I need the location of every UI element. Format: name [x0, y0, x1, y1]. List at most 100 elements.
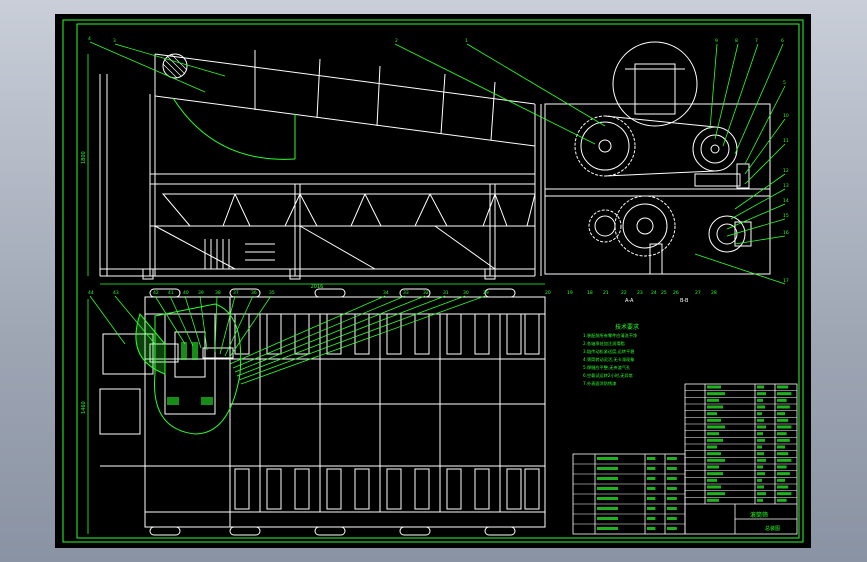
- bom-cell: [777, 412, 785, 416]
- bom-cell: [597, 457, 618, 460]
- bom-cell: [597, 507, 618, 510]
- bom-cell: [757, 398, 763, 402]
- balloon-drive-28: 28: [711, 290, 717, 296]
- balloon-plan-36: 36: [251, 290, 257, 296]
- bom-cell: [777, 465, 787, 469]
- balloon-top-17: 17: [783, 278, 789, 284]
- bom-cell: [777, 458, 792, 462]
- bom-cell: [667, 477, 677, 480]
- bom-cell: [777, 418, 789, 422]
- balloon-plan-43: 43: [113, 290, 119, 296]
- balloon-drive-24: 24: [651, 290, 657, 296]
- bom-cell: [757, 472, 765, 476]
- bom-cell: [777, 392, 792, 396]
- bom-cell: [777, 498, 787, 502]
- bom-cell: [757, 498, 763, 502]
- note-7: 7.外表面涂防锈漆: [583, 380, 616, 387]
- bom-cell: [757, 452, 764, 456]
- bom-cell: [707, 472, 723, 476]
- bom-cell-text: [597, 385, 792, 530]
- balloon-drive-18: 18: [587, 290, 593, 296]
- bom-cell: [757, 432, 763, 436]
- bom-cell: [667, 527, 677, 530]
- balloon-plan-34: 34: [383, 290, 389, 296]
- balloon-plan-35: 35: [269, 290, 275, 296]
- bom-cell: [597, 477, 618, 480]
- bom-cell: [707, 385, 721, 389]
- note-2: 2.各轴承处加注润滑脂: [583, 340, 625, 347]
- bom-cell: [707, 438, 723, 442]
- bom-cell: [667, 507, 677, 510]
- balloon-top-1: 1: [465, 38, 468, 44]
- inner-border: [76, 23, 800, 539]
- bom-cell: [707, 425, 725, 429]
- bom-cell: [757, 392, 766, 396]
- bom-cell: [757, 412, 762, 416]
- bom-cell: [707, 485, 721, 489]
- title-block-name: 滚筒筛: [750, 511, 768, 519]
- balloon-drive-25: 25: [661, 290, 667, 296]
- balloon-plan-31: 31: [443, 290, 449, 296]
- note-3: 3.链传动松紧适度,运转平稳: [583, 348, 635, 355]
- balloon-drive-19: 19: [567, 290, 573, 296]
- bom-cell: [647, 507, 656, 510]
- bom-cell: [777, 425, 792, 429]
- bom-cell: [757, 385, 764, 389]
- bom-cell: [757, 458, 766, 462]
- balloon-top-7: 7: [755, 38, 758, 44]
- bom-cell: [707, 465, 719, 469]
- bom-cell: [707, 452, 721, 456]
- bom-cell: [757, 425, 766, 429]
- balloon-drive-23: 23: [637, 290, 643, 296]
- top-dimension: 2016: [311, 284, 324, 290]
- bom-cell: [757, 405, 765, 409]
- bom-cell: [597, 517, 618, 520]
- balloon-top-5: 5: [783, 80, 786, 86]
- bom-cell: [707, 445, 717, 449]
- bom-cell: [777, 405, 790, 409]
- balloon-plan-38: 38: [215, 290, 221, 296]
- bom-cell: [777, 492, 792, 496]
- bom-cell: [667, 457, 677, 460]
- bom-cell: [777, 478, 785, 482]
- bom-cell: [667, 497, 677, 500]
- elevation-view: [99, 50, 542, 280]
- bom-cell: [667, 467, 677, 470]
- balloon-plan-29: 29: [483, 290, 489, 296]
- left-dimension: 1800: [81, 151, 87, 164]
- bom-cell: [597, 527, 618, 530]
- bom-cell: [647, 487, 656, 490]
- plan-view: [99, 288, 546, 536]
- bom-cell: [597, 487, 618, 490]
- balloon-plan-30: 30: [463, 290, 469, 296]
- bom-cell: [707, 492, 725, 496]
- balloon-top-14: 14: [783, 198, 789, 204]
- balloon-drive-27: 27: [695, 290, 701, 296]
- balloon-plan-33: 33: [403, 290, 409, 296]
- bom-cell: [777, 398, 787, 402]
- balloon-drive-26: 26: [673, 290, 679, 296]
- balloon-plan-42: 42: [153, 290, 159, 296]
- balloon-plan-37: 37: [233, 290, 239, 296]
- drive-end-view: [544, 41, 771, 275]
- cad-viewport[interactable]: 2016 1800 1460 A-A B-B 技术要求 1.装配前所有零件应清洗…: [55, 14, 811, 548]
- bom-cell: [777, 452, 789, 456]
- balloon-top-15: 15: [783, 213, 789, 219]
- bom-rows: [573, 390, 797, 525]
- balloon-drive-21: 21: [603, 290, 609, 296]
- bom-cell: [647, 467, 656, 470]
- balloon-drive-20: 20: [545, 290, 551, 296]
- bom-cell: [757, 492, 766, 496]
- note-6: 6.空载试运转2小时,无异常: [583, 372, 633, 379]
- balloon-plan-44: 44: [88, 290, 94, 296]
- bom-cell: [647, 497, 656, 500]
- assembly-drawing: 2016 1800 1460 A-A B-B 技术要求 1.装配前所有零件应清洗…: [62, 19, 804, 543]
- bom-cell: [757, 478, 762, 482]
- bom-cell: [647, 527, 656, 530]
- bom-cell: [777, 445, 785, 449]
- note-5: 5.焊缝应平整,无夹渣气孔: [583, 364, 631, 371]
- notes-title: 技术要求: [615, 323, 639, 331]
- bom-cell: [777, 485, 789, 489]
- bom-cell: [707, 418, 721, 422]
